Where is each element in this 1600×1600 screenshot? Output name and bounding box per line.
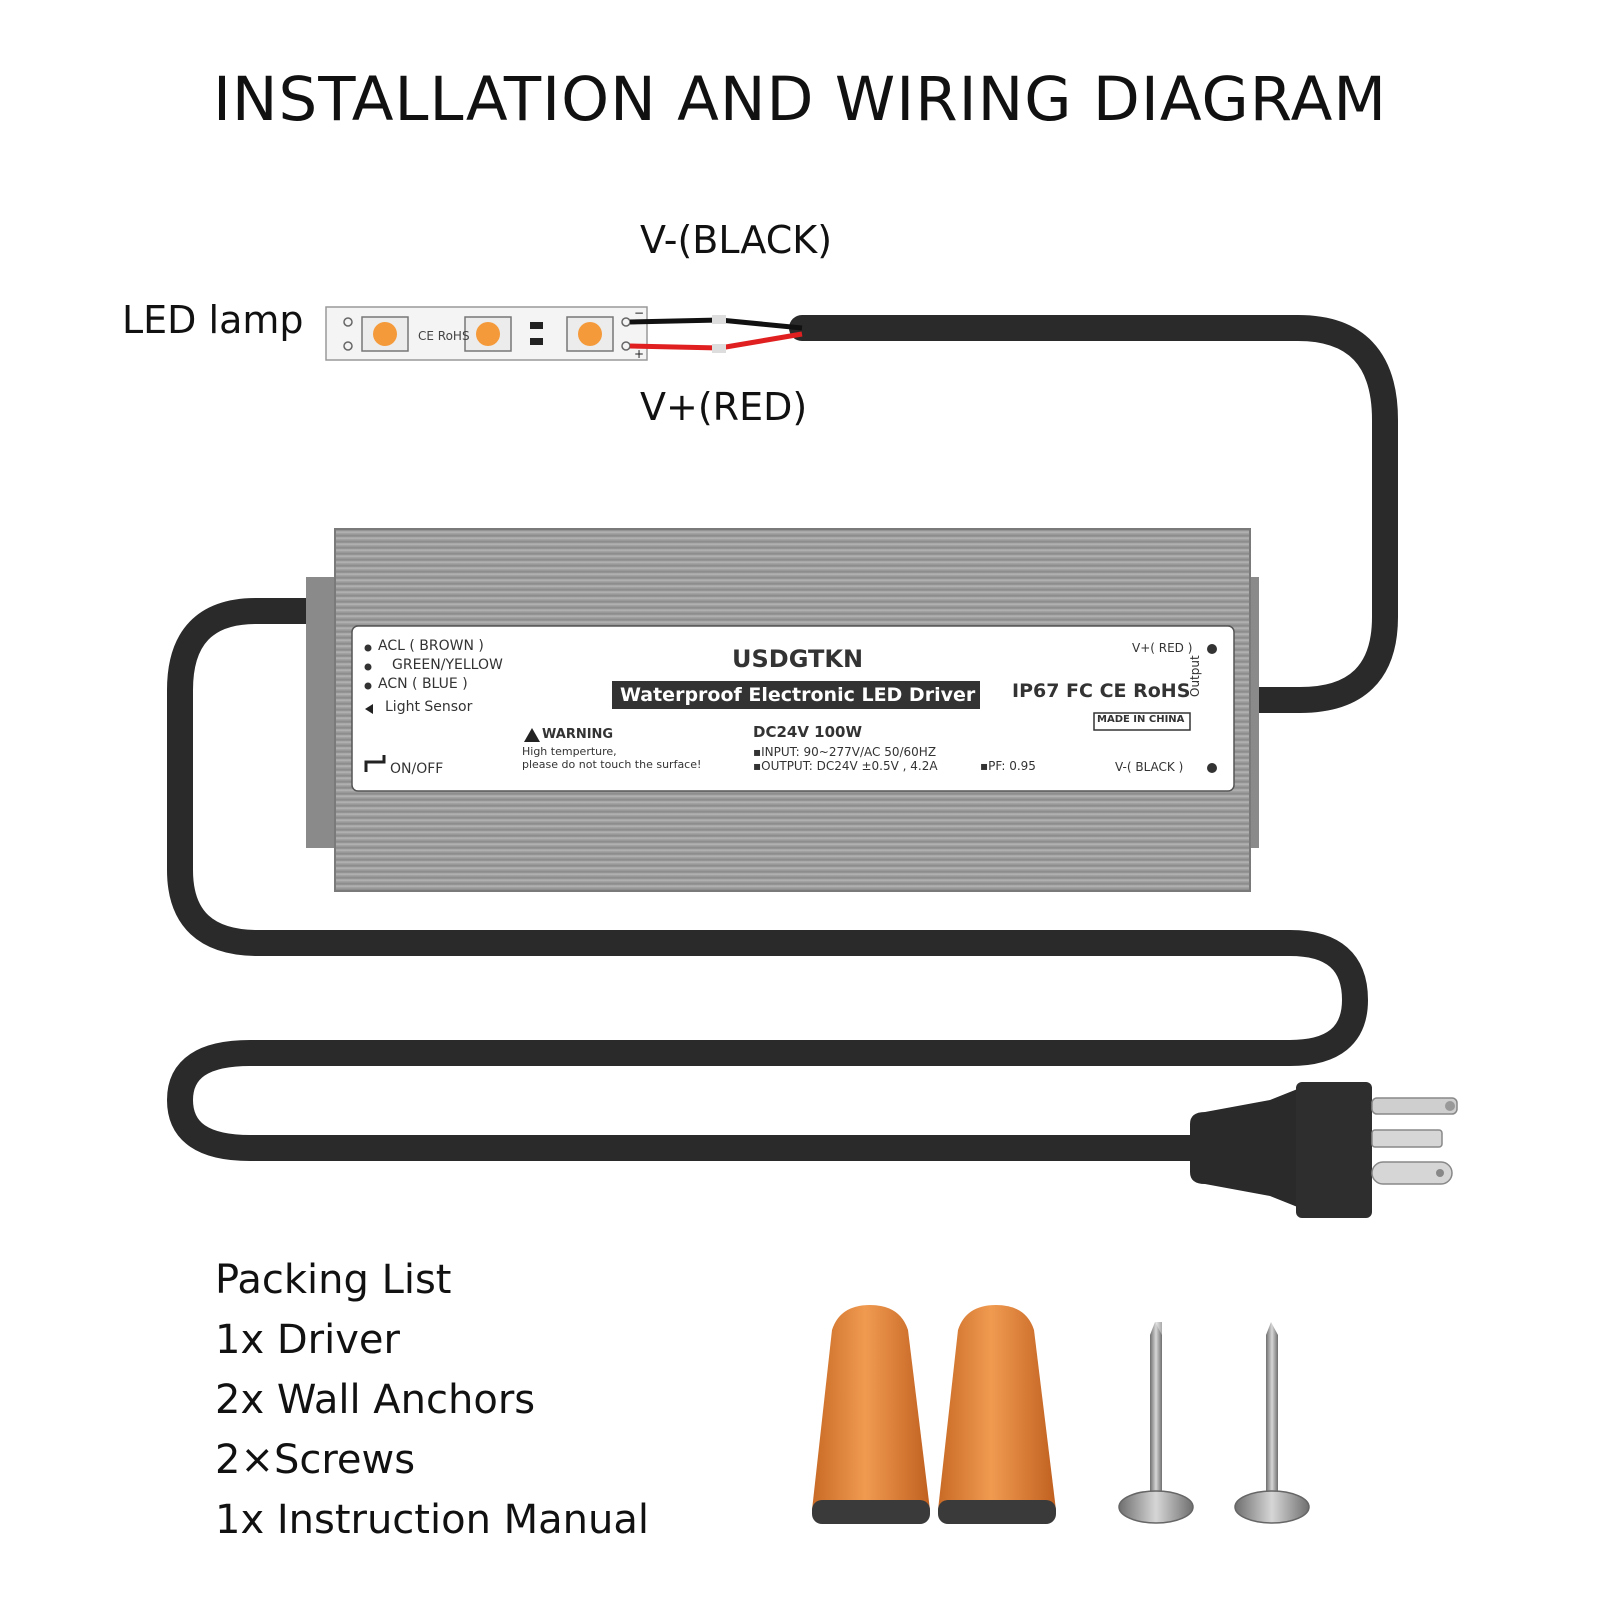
output-cable xyxy=(789,315,1398,713)
led-lamp-label: LED lamp xyxy=(122,298,304,342)
input-acl: ACL ( BROWN ) xyxy=(378,638,484,654)
packing-item-driver: 1x Driver xyxy=(215,1317,400,1363)
packing-list-header: Packing List xyxy=(215,1257,452,1303)
strip-marking: CE RoHS xyxy=(418,329,470,343)
switch-icon xyxy=(364,755,386,772)
v-minus-label: V-(BLACK) xyxy=(640,218,833,262)
input-cable xyxy=(167,598,1368,1161)
packing-item-wall-anchors: 2x Wall Anchors xyxy=(215,1377,536,1423)
output-side-label: Output xyxy=(1188,655,1202,697)
power-plug xyxy=(1190,1082,1458,1218)
warning-title: WARNING xyxy=(542,727,614,742)
warning-text-1: High temperture, xyxy=(522,745,617,758)
out-minus-label: V-( BLACK ) xyxy=(1115,760,1184,774)
led-driver xyxy=(306,528,1259,892)
input-light-sensor: Light Sensor xyxy=(385,699,473,715)
product-label: Waterproof Electronic LED Driver xyxy=(620,684,976,706)
warning-text-2: please do not touch the surface! xyxy=(522,758,702,771)
made-in-label: MADE IN CHINA xyxy=(1097,714,1185,725)
packing-item-screws: 2×Screws xyxy=(215,1437,416,1483)
wire-connectors xyxy=(812,1305,1056,1524)
diagram-title: INSTALLATION AND WIRING DIAGRAM xyxy=(212,64,1388,135)
switch-label: ON/OFF xyxy=(390,761,444,777)
brand-label: USDGTKN xyxy=(732,645,864,673)
strip-minus: − xyxy=(634,306,644,320)
v-plus-label: V+(RED) xyxy=(640,385,808,429)
screws xyxy=(1118,1322,1310,1524)
input-bullets xyxy=(364,644,372,690)
cert-label: IP67 FC CE RoHS xyxy=(1012,680,1191,702)
led-strip: CE RoHS − + xyxy=(325,306,648,361)
packing-item-manual: 1x Instruction Manual xyxy=(215,1497,649,1543)
warning-icon xyxy=(524,728,540,742)
pf-spec: ▪PF: 0.95 xyxy=(980,759,1036,773)
input-ground: GREEN/YELLOW xyxy=(392,657,503,673)
model-label: DC24V 100W xyxy=(753,723,863,741)
input-spec: ▪INPUT: 90~277V/AC 50/60HZ xyxy=(753,745,937,759)
packing-list: Packing List 1x Driver 2x Wall Anchors 2… xyxy=(215,1250,649,1550)
output-spec: ▪OUTPUT: DC24V ±0.5V , 4.2A xyxy=(753,759,938,773)
input-acn: ACN ( BLUE ) xyxy=(378,676,468,692)
out-plus-label: V+( RED ) xyxy=(1132,641,1193,655)
arrow-icon xyxy=(365,704,373,714)
strip-plus: + xyxy=(634,347,644,361)
